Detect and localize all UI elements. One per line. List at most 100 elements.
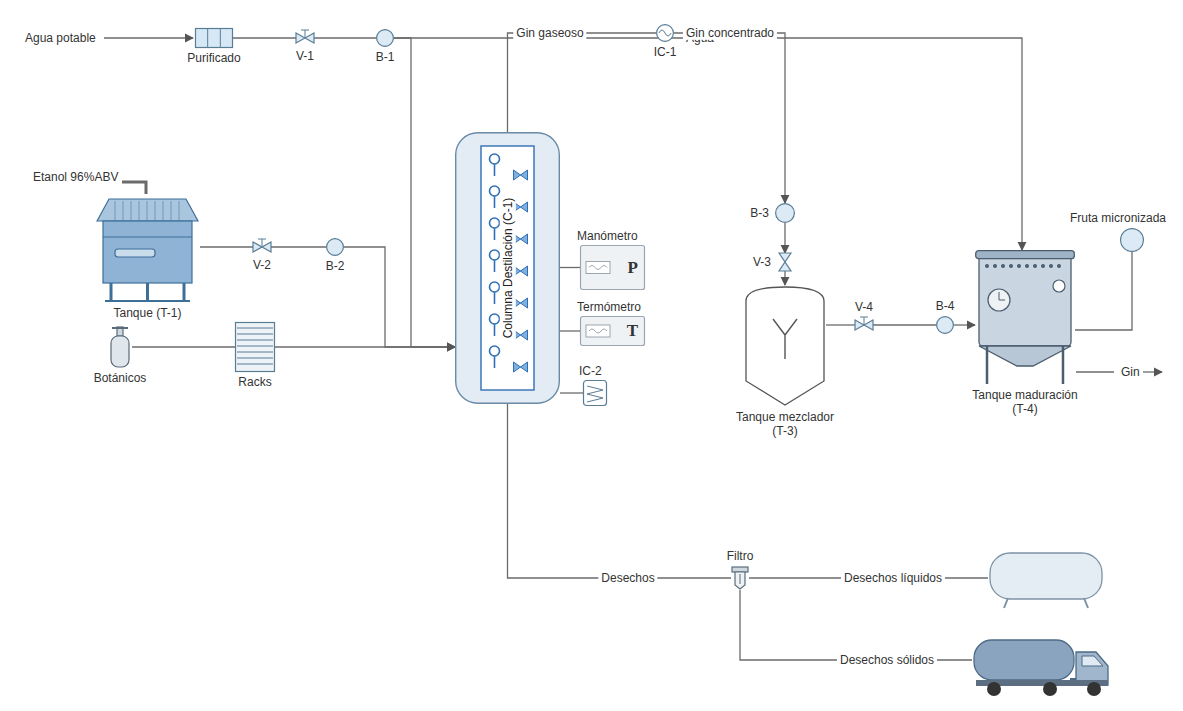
drawing-part — [659, 30, 671, 36]
drawing-part — [979, 346, 1071, 366]
pipe-connector — [233, 37, 296, 38]
valve-symbol: V-3 — [777, 253, 793, 271]
drawing-part — [860, 317, 868, 318]
pump-shape — [936, 316, 954, 334]
drawing-part — [456, 133, 560, 404]
drawing-part — [735, 572, 745, 589]
truck-wheel — [987, 682, 1001, 696]
valve-shape — [253, 239, 271, 255]
drawing-part — [514, 170, 528, 180]
equipment-label: B-3 — [750, 206, 769, 220]
equipment-label: Filtro — [727, 549, 754, 563]
drawing-part — [377, 30, 394, 47]
drawing-part — [514, 362, 528, 372]
drawing-part — [327, 239, 344, 256]
drawing-part — [1053, 280, 1065, 292]
drawing-part — [1121, 229, 1144, 252]
drawing-part — [584, 381, 607, 406]
truck-tank — [974, 640, 1074, 680]
pump-shape — [326, 238, 344, 256]
tank-leg — [1004, 598, 1008, 608]
drawing-part — [740, 574, 741, 584]
pipe-connector — [560, 330, 580, 331]
drawing-part — [111, 336, 129, 367]
drawing-part — [773, 319, 797, 359]
pipe-connector — [560, 267, 580, 268]
pipe-connector — [275, 346, 455, 347]
drawing-part — [494, 260, 496, 272]
drawing-part — [110, 283, 113, 301]
equipment-label: Tanque (T-1) — [113, 306, 181, 320]
drawing-part — [146, 283, 149, 301]
pump-symbol: B-4 — [936, 316, 954, 334]
drawing-part — [207, 29, 208, 47]
drawing-part — [490, 154, 500, 164]
heat-exchanger-symbol: IC-2 — [583, 380, 607, 406]
equipment-label: Purificado — [187, 51, 240, 65]
equipment-label: B-2 — [326, 259, 345, 273]
equipment-label: IC-2 — [579, 364, 602, 378]
drawing-part — [1009, 264, 1013, 268]
drawing-part — [237, 340, 273, 341]
drawing-part — [1017, 264, 1021, 268]
hx-shape — [656, 24, 674, 42]
filter-symbol: Filtro — [731, 566, 749, 590]
waste-tank — [990, 553, 1102, 608]
instrument-letter: P — [628, 257, 638, 277]
pipe-connector — [784, 223, 785, 253]
drawing-part — [986, 346, 989, 384]
drawing-part — [163, 201, 164, 220]
pump-shape — [376, 29, 394, 47]
drawing-part — [490, 282, 500, 292]
drawing-part — [589, 329, 607, 333]
pipe-connector — [314, 37, 376, 38]
drawing-part — [490, 346, 500, 356]
thermometer: TermómetroT — [580, 316, 645, 346]
drawing-part — [305, 30, 306, 38]
drawing-part — [490, 218, 500, 228]
equipment-label: V-2 — [253, 258, 271, 272]
stream-label: Gin — [1118, 365, 1143, 379]
drawing-part — [746, 287, 824, 405]
pump-shape — [1120, 228, 1144, 252]
drawing-part — [586, 262, 610, 274]
truck-window — [1082, 656, 1103, 666]
drawing-part — [494, 228, 496, 240]
drawing-part — [155, 201, 156, 220]
purifier-box: Purificado — [195, 28, 233, 48]
drawing-part — [301, 30, 309, 31]
drawing-part — [262, 239, 263, 247]
drawing-part — [112, 327, 128, 329]
drawing-part — [220, 29, 221, 47]
drawing-part — [115, 201, 116, 220]
drawing-part — [196, 29, 233, 48]
tank1-shape — [95, 191, 200, 303]
drawing-part — [732, 567, 748, 572]
drawing-part — [147, 201, 148, 220]
valve-symbol: V-4 — [855, 317, 873, 333]
drawing-part — [1025, 264, 1029, 268]
drawing-part — [993, 264, 997, 268]
output-arrow — [1143, 371, 1162, 372]
pipe-connector — [200, 246, 253, 247]
drawing-part — [1049, 264, 1053, 268]
vvalve-shape — [777, 253, 793, 271]
pipe-connector — [508, 33, 657, 132]
drawing-part — [494, 324, 496, 336]
pump-symbol: B-1 — [376, 29, 394, 47]
equipment-label: Botánicos — [94, 371, 147, 385]
drawing-part — [123, 201, 124, 220]
pipe-connector — [954, 324, 975, 325]
equipment-label: V-1 — [296, 49, 314, 63]
equipment-label: Fruta micronizada — [1070, 211, 1166, 225]
equipment-label: B-1 — [376, 50, 395, 64]
drawing-part — [115, 249, 155, 257]
drawing-part — [139, 201, 140, 220]
drawing-part — [490, 314, 500, 324]
drawing-part — [237, 346, 273, 347]
maturation-tank: Tanque maduración (T-4) — [975, 250, 1075, 385]
pipe-connector — [784, 271, 785, 285]
equipment-label: V-4 — [855, 300, 873, 314]
